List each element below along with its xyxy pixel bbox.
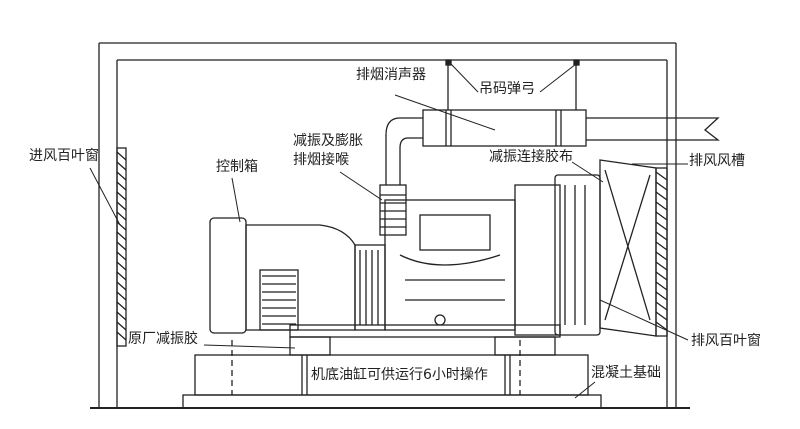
leader-lines	[89, 63, 689, 399]
label-factory-damper: 原厂减振胶	[128, 331, 198, 347]
label-exhaust-louver: 排风百叶窗	[691, 333, 761, 349]
label-spring-hanger: 吊码弹弓	[479, 81, 535, 97]
label-flex-exhaust-line1: 减振及膨胀	[293, 133, 363, 149]
label-control-box: 控制箱	[216, 159, 258, 175]
label-base-fuel-tank: 机底油缸可供运行6小时操作	[311, 367, 488, 383]
generator-set-shape	[209, 159, 657, 356]
label-flex-exhaust-line2: 排烟接喉	[293, 152, 349, 168]
label-concrete-foundation: 混凝土基础	[591, 365, 661, 381]
label-damping-canvas: 减振连接胶布	[489, 149, 573, 165]
label-exhaust-silencer: 排烟消声器	[356, 67, 426, 83]
label-exhaust-duct: 排风风槽	[689, 153, 745, 169]
intake-louver-shape	[116, 147, 127, 347]
label-intake-louver: 进风百叶窗	[29, 148, 99, 164]
exhaust-silencer-shape	[379, 59, 720, 236]
fuel-tank-and-foundation	[182, 340, 602, 409]
exhaust-louver-shape	[655, 167, 668, 337]
